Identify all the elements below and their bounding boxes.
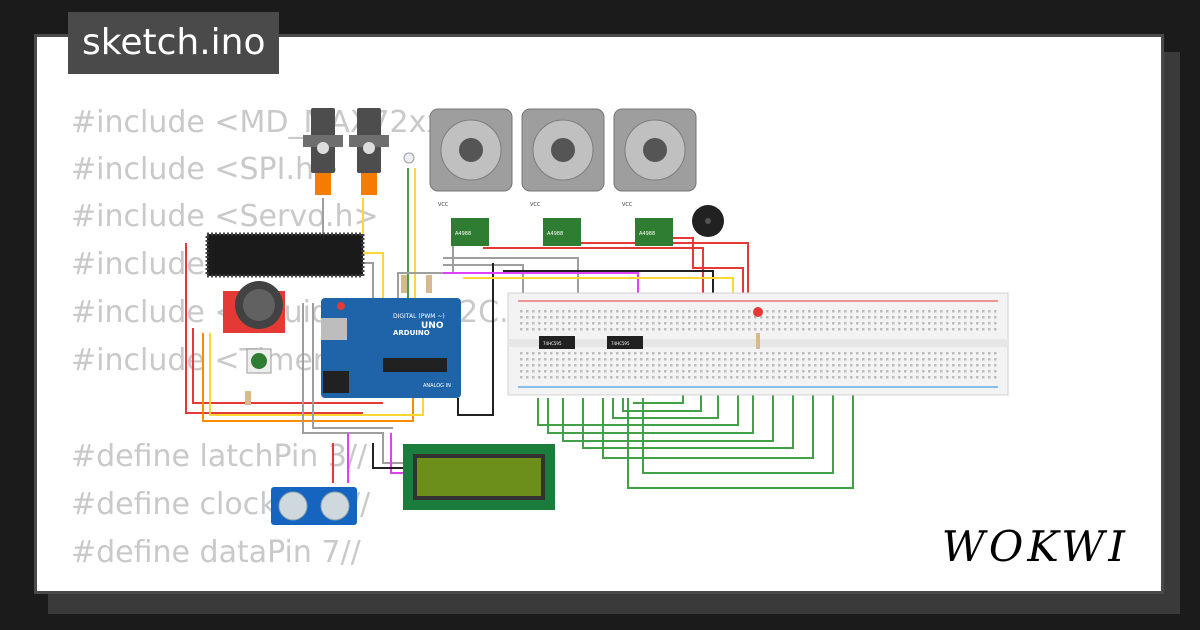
stepper-driver-1[interactable]: A4988 VCC bbox=[438, 202, 489, 246]
driver-label-2: A4988 bbox=[547, 231, 563, 237]
pushbutton[interactable] bbox=[246, 348, 272, 374]
code-line-5: #include <LiquidCrystal_I2C.h> bbox=[71, 295, 553, 330]
joystick[interactable] bbox=[223, 281, 285, 333]
arduino-uno[interactable]: DIGITAL (PWM ~) ARDUINO UNO ANALOG IN bbox=[321, 298, 461, 398]
resistor-2 bbox=[401, 275, 407, 293]
led-white[interactable] bbox=[403, 152, 415, 164]
shift-register-2[interactable]: 74HC595 bbox=[607, 336, 643, 349]
stepper-motor-1[interactable] bbox=[429, 108, 513, 192]
stepper-driver-3[interactable]: A4988 VCC bbox=[622, 202, 673, 246]
wokwi-logo: WOKWI bbox=[941, 522, 1129, 571]
servo-motor-2[interactable] bbox=[349, 108, 389, 195]
stepper-motor-3[interactable] bbox=[613, 108, 697, 192]
circuit-diagram[interactable]: A4988 VCC A4988 VCC A4988 VCC bbox=[37, 37, 1161, 591]
led-red[interactable] bbox=[753, 307, 763, 349]
arduino-analog-label: ANALOG IN bbox=[423, 383, 451, 389]
driver-label-3: A4988 bbox=[639, 231, 655, 237]
arduino-brand-label: ARDUINO bbox=[393, 329, 430, 337]
led-matrix[interactable] bbox=[205, 232, 365, 278]
ic-label-1: 74HC595 bbox=[543, 341, 562, 346]
ultrasonic-sensor[interactable] bbox=[271, 487, 357, 525]
ic-label-2: 74HC595 bbox=[611, 341, 630, 346]
arduino-model-label: UNO bbox=[421, 321, 444, 331]
servo-motor-1[interactable] bbox=[303, 108, 343, 195]
arduino-pwm-label: DIGITAL (PWM ~) bbox=[393, 313, 445, 320]
shift-register-1[interactable]: 74HC595 bbox=[539, 336, 575, 349]
resistor-3 bbox=[426, 275, 432, 293]
project-preview-card[interactable]: #include <MD_MAX72xx.h> #include <SPI.h>… bbox=[34, 34, 1164, 594]
vcc-label-1: VCC bbox=[438, 202, 449, 208]
code-line-1: #include <MD_MAX72xx.h> bbox=[71, 105, 498, 140]
code-line-10: #define dataPin 7// bbox=[71, 535, 361, 570]
wires bbox=[185, 168, 854, 489]
vcc-label-2: VCC bbox=[530, 202, 541, 208]
code-line-8: #define latchPin 3// bbox=[71, 439, 368, 474]
vcc-label-3: VCC bbox=[622, 202, 633, 208]
file-tab[interactable]: sketch.ino bbox=[68, 12, 280, 74]
code-line-3: #include <Servo.h> bbox=[71, 199, 379, 234]
code-line-2: #include <SPI.h> bbox=[71, 152, 340, 187]
driver-label-1: A4988 bbox=[455, 231, 471, 237]
buzzer[interactable] bbox=[692, 205, 724, 237]
resistor-1 bbox=[245, 391, 251, 405]
lcd-display[interactable] bbox=[403, 444, 555, 510]
stepper-motor-2[interactable] bbox=[521, 108, 605, 192]
stepper-driver-2[interactable]: A4988 VCC bbox=[530, 202, 581, 246]
